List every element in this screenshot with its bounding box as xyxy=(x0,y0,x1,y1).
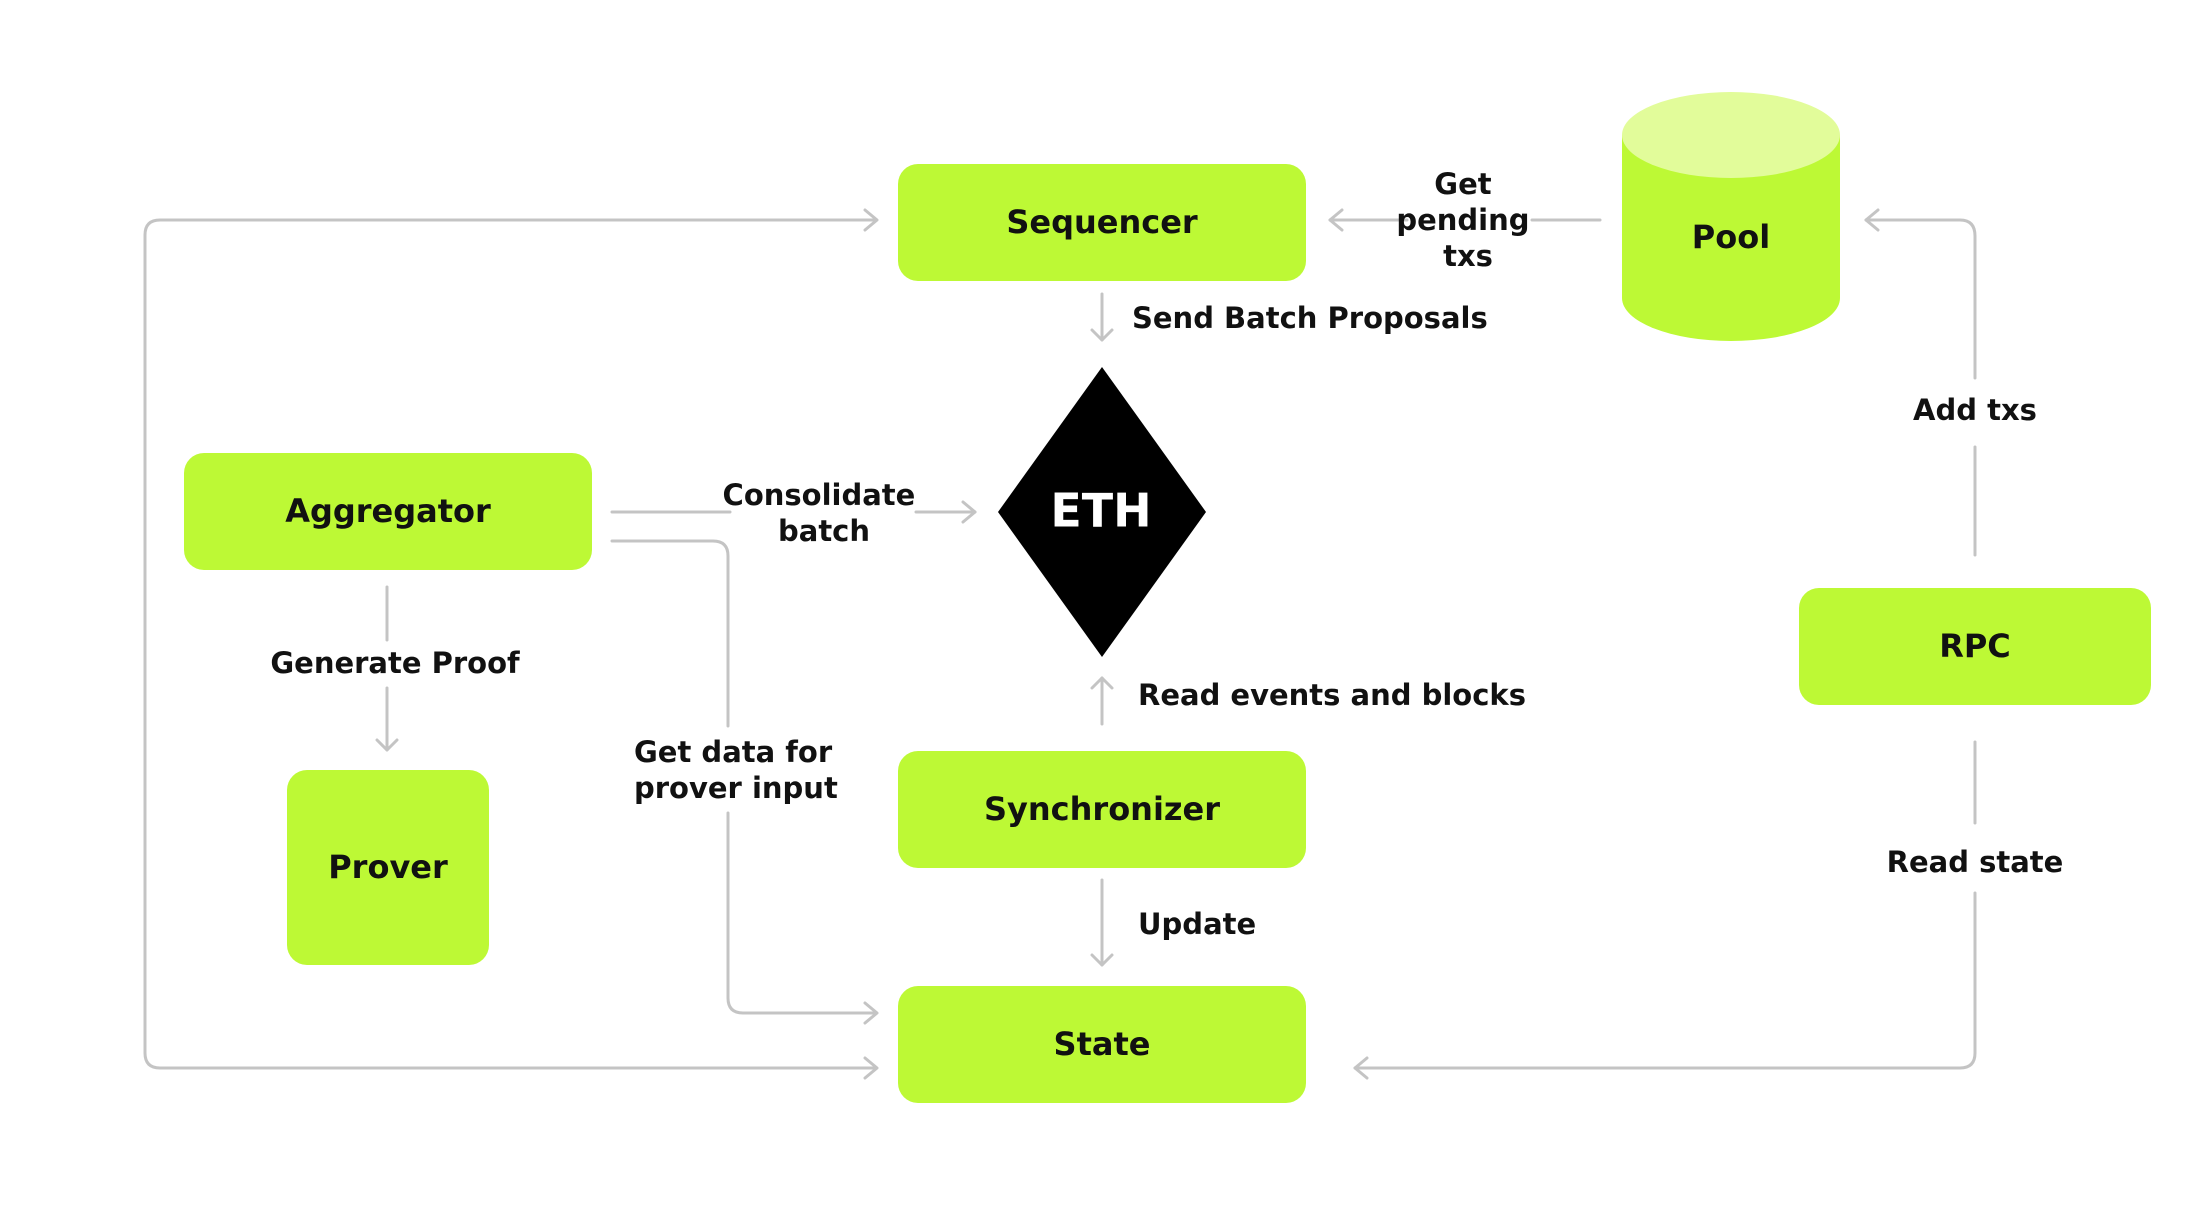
connector-aggregator-to-state xyxy=(610,539,730,728)
send-batch-proposals-label: Send Batch Proposals xyxy=(1132,301,1488,335)
arrowhead-to-state-left-2 xyxy=(863,1001,879,1025)
get-pending-txs-line-1: Get xyxy=(1434,167,1491,201)
aggregator-label: Aggregator xyxy=(285,492,491,530)
prover-node: Prover xyxy=(287,770,489,965)
add-txs-label: Add txs xyxy=(1913,393,2037,427)
connector-aggregator-to-state-2 xyxy=(726,811,877,1015)
connector-rpc-to-pool-2 xyxy=(1864,218,1977,380)
generate-proof-label: Generate Proof xyxy=(270,646,520,680)
connector-outer-loop xyxy=(143,218,877,1070)
get-pending-txs-line-3: txs xyxy=(1443,239,1493,273)
sequencer-node: Sequencer xyxy=(898,164,1306,281)
rpc-node: RPC xyxy=(1799,588,2151,705)
read-state-label: Read state xyxy=(1887,845,2064,879)
update-label: Update xyxy=(1138,907,1256,941)
rpc-label: RPC xyxy=(1939,627,2011,665)
prover-label: Prover xyxy=(328,848,448,886)
aggregator-node: Aggregator xyxy=(184,453,592,570)
get-data-for-prover-input-label: Get data for prover input xyxy=(634,735,842,805)
arrowhead-to-sequencer xyxy=(863,208,879,232)
arrowhead-to-eth-top xyxy=(1090,328,1114,342)
connector-rpc-to-state-2 xyxy=(1353,891,1977,1070)
get-data-line-1: Get data for xyxy=(634,735,833,769)
arrowhead-to-prover xyxy=(375,738,399,752)
eth-diamond xyxy=(998,367,1206,657)
synchronizer-label: Synchronizer xyxy=(984,790,1220,828)
consolidate-batch-label: Consolidate batch xyxy=(723,478,926,548)
pool-cylinder-top xyxy=(1622,92,1840,178)
state-label: State xyxy=(1054,1025,1151,1063)
get-data-line-2: prover input xyxy=(634,771,838,805)
pool-node: Pool xyxy=(1622,92,1840,341)
arrowhead-to-pool xyxy=(1864,208,1880,232)
arrowhead-to-eth-bottom xyxy=(1090,676,1114,690)
pool-label: Pool xyxy=(1692,218,1770,256)
arrowhead-to-state-top xyxy=(1090,953,1114,967)
get-pending-txs-line-2: pending xyxy=(1396,203,1529,237)
arrowhead-to-eth-left xyxy=(961,500,977,524)
state-node: State xyxy=(898,986,1306,1103)
eth-node: ETH xyxy=(998,367,1206,657)
eth-label: ETH xyxy=(1050,484,1151,538)
sequencer-label: Sequencer xyxy=(1006,203,1198,241)
arrowhead-to-state-left xyxy=(863,1056,879,1080)
consolidate-batch-line-2: batch xyxy=(778,514,870,548)
get-pending-txs-label: Get pending txs xyxy=(1396,167,1539,273)
read-events-and-blocks-label: Read events and blocks xyxy=(1138,678,1526,712)
pool-cylinder-body xyxy=(1622,135,1840,341)
arrowhead-to-sequencer-right xyxy=(1328,208,1344,232)
synchronizer-node: Synchronizer xyxy=(898,751,1306,868)
consolidate-batch-line-1: Consolidate xyxy=(723,478,916,512)
arrowhead-to-state-right xyxy=(1353,1056,1369,1080)
